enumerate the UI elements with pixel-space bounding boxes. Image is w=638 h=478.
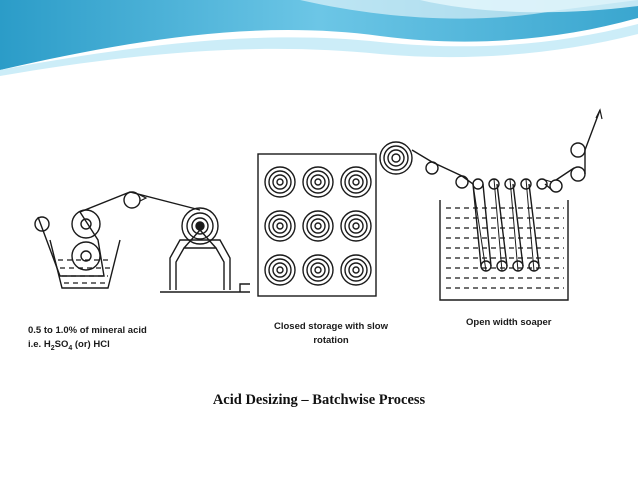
storage-batches [264,166,372,286]
acid-label-line1: 0.5 to 1.0% of mineral acid [28,325,147,336]
soaper-tank [439,200,569,301]
acid-label-line2: i.e. H2SO4 (or) HCl [28,339,110,352]
batching-stand [160,207,250,293]
slide-caption: Acid Desizing – Batchwise Process [212,392,426,408]
entry-guide-roller [34,216,50,232]
fabric-serpentine [411,149,553,267]
soaper-bottom-rollers [480,260,540,272]
closed-storage-box [257,153,377,297]
top-pad-roller [71,209,101,239]
fabric-path-1 [37,191,201,277]
fabric-exit [555,109,601,181]
exit-roller-3 [570,142,586,158]
acid-bath-stage [34,191,201,289]
stand-frame [169,239,231,290]
bottom-pad-roller [71,241,101,271]
header-wave [0,0,638,76]
soaper-label-text: Open width soaper [466,317,552,328]
storage-label-line2: rotation [313,335,349,346]
process-diagram [34,108,603,301]
acid-label: 0.5 to 1.0% of mineral acid i.e. H2SO4 (… [28,324,147,356]
batch-roll [181,207,219,245]
acid-trough [49,239,121,289]
soaper-guide-roller [455,175,469,189]
storage-label-line1: Closed storage with slow [273,321,389,332]
unwind-roll [379,141,413,175]
open-width-soaper [379,108,603,301]
storage-label: Closed storage with slow rotation [266,320,396,348]
exit-roller-1 [549,179,563,193]
soaper-label: Open width soaper [466,316,552,330]
